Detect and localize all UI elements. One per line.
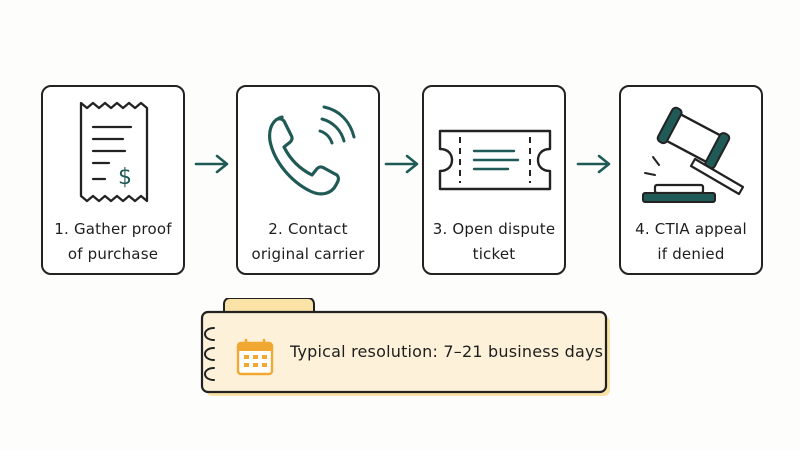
svg-text:$: $ <box>118 165 132 190</box>
spiral-binding <box>204 327 215 381</box>
step-card-contact-carrier: 2. Contact original carrier <box>236 85 380 275</box>
receipt-icon: $ <box>79 101 149 203</box>
resolution-text: Typical resolution: 7–21 business days <box>290 342 604 361</box>
arrow-right-icon <box>194 154 229 174</box>
step-card-gather-proof: $ 1. Gather proof of purchase <box>41 85 185 275</box>
calendar-icon <box>236 338 274 376</box>
arrow-right-icon <box>384 154 419 174</box>
ticket-icon <box>438 129 552 191</box>
step-label: 4. CTIA appeal if denied <box>635 220 747 263</box>
step-label: 2. Contact original carrier <box>251 220 365 263</box>
step-label: 3. Open dispute ticket <box>432 220 556 263</box>
arrow-right-icon <box>576 154 611 174</box>
step-label: 1. Gather proof of purchase <box>54 220 172 263</box>
step-card-open-dispute: 3. Open dispute ticket <box>422 85 566 275</box>
gavel-icon <box>642 106 745 203</box>
step-card-ctia-appeal: 4. CTIA appeal if denied <box>619 85 763 275</box>
resolution-note-card <box>200 298 610 396</box>
phone-call-icon <box>268 105 356 196</box>
